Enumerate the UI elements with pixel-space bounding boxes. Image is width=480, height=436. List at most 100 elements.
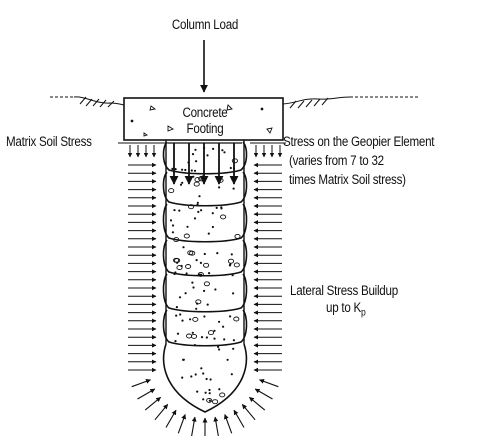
aggregate-dot — [202, 398, 205, 401]
aggregate-stone — [183, 233, 190, 239]
aggregate-dot — [208, 392, 211, 395]
aggregate-stone — [233, 316, 240, 322]
aggregate-dot — [207, 232, 210, 235]
aggregate-stone — [233, 262, 240, 268]
aggregate-stone — [190, 333, 198, 339]
radial-stress-arrow — [131, 379, 151, 388]
aggregate-dot — [193, 217, 197, 220]
aggregate-dot — [211, 225, 214, 229]
radial-stress-arrow — [241, 404, 256, 421]
aggregate-dot — [191, 281, 194, 284]
aggregate-dot — [193, 169, 197, 172]
aggregate-dot — [218, 186, 221, 189]
footing-aggregate — [130, 104, 273, 137]
matrix-soil-stress-arrows — [124, 142, 286, 158]
aggregate-dot — [200, 209, 203, 212]
aggregate-dot — [174, 271, 177, 274]
aggregate-dot — [202, 372, 205, 375]
aggregate-dot — [206, 303, 209, 306]
aggregate-dot — [195, 307, 198, 310]
aggregate-dot — [232, 339, 235, 342]
stress-geopier-label-line2: (varies from 7 to 32 — [289, 153, 384, 168]
aggregate-dot — [175, 314, 178, 317]
aggregate-stone — [194, 177, 201, 183]
geopier-lift — [162, 171, 248, 207]
aggregate-dot — [204, 391, 207, 394]
aggregate-dot — [228, 264, 231, 267]
geopier-element — [162, 140, 248, 413]
aggregate-dot — [191, 331, 194, 334]
aggregate-dot — [190, 375, 193, 378]
aggregate-stone — [173, 237, 180, 243]
radial-stress-arrow — [177, 414, 186, 434]
aggregate-dot — [205, 336, 208, 339]
radial-stress-arrow — [259, 379, 279, 388]
aggregate-dot — [200, 367, 203, 370]
aggregate-dot — [218, 348, 221, 351]
aggregate-dot — [200, 273, 203, 276]
aggregate-dot — [208, 272, 211, 275]
aggregate-dot — [231, 274, 234, 277]
lateral-stress-label-line2: up to Kp — [326, 300, 366, 319]
geopier-bulb — [162, 343, 248, 413]
geopier-stress-arrows — [168, 142, 242, 185]
aggregate-dot — [190, 169, 193, 172]
aggregate-dot — [209, 378, 212, 381]
aggregate-dot — [208, 388, 211, 392]
aggregate-stone — [198, 176, 205, 182]
aggregate-dot — [176, 332, 180, 335]
aggregate-dot — [179, 183, 183, 186]
aggregate-dot — [212, 147, 215, 150]
aggregate-dot — [171, 224, 175, 227]
lateral-stress-kp: up to K — [326, 300, 361, 315]
aggregate-dot — [181, 376, 184, 379]
aggregate-dot — [222, 325, 225, 328]
concrete-footing — [123, 97, 284, 141]
aggregate-dot — [218, 388, 221, 391]
column-load-label: Column Load — [171, 17, 239, 32]
aggregate-dot — [184, 168, 187, 172]
aggregate-dot — [196, 302, 199, 305]
aggregate-dot — [181, 319, 184, 322]
aggregate-stone — [203, 281, 210, 287]
aggregate-dot — [223, 151, 226, 154]
aggregate-dot — [194, 373, 197, 376]
aggregate-dot — [217, 345, 220, 348]
aggregate-dot — [178, 296, 182, 299]
aggregate-dot — [230, 373, 233, 376]
aggregate-dot — [214, 288, 217, 291]
aggregate-dot — [193, 344, 196, 347]
aggregate-stone — [168, 188, 175, 194]
radial-stress-arrow — [254, 388, 273, 400]
aggregate-dot — [169, 219, 173, 222]
aggregate-dot — [175, 306, 178, 309]
aggregate-stone — [203, 262, 210, 268]
geopier-lift — [162, 273, 248, 313]
aggregate-dot — [218, 320, 221, 323]
aggregate-stone — [185, 264, 192, 269]
stress-geopier-label-line3: times Matrix Soil stress) — [289, 172, 406, 187]
aggregate-dot — [230, 253, 233, 256]
aggregate-dot — [195, 259, 198, 262]
aggregate-stone — [193, 181, 200, 187]
aggregate-dot — [184, 292, 187, 295]
aggregate-dot — [199, 261, 202, 264]
aggregate-dot — [181, 181, 184, 184]
aggregate-stone — [192, 316, 199, 322]
aggregate-dot — [174, 168, 177, 171]
aggregate-dot — [171, 167, 174, 170]
aggregate-stone — [195, 299, 202, 305]
radial-stress-arrow — [249, 396, 266, 411]
aggregate-dot — [171, 231, 174, 234]
aggregate-dot — [182, 246, 185, 249]
aggregate-dot — [174, 340, 177, 343]
footing-label-line1: Concrete — [182, 105, 228, 120]
aggregate-dot — [200, 336, 204, 339]
aggregate-dot — [203, 289, 206, 292]
aggregate-stone — [219, 392, 226, 398]
aggregate-dot — [192, 175, 195, 178]
radial-stress-arrow — [191, 416, 197, 436]
aggregate-dot — [229, 315, 232, 318]
geopier-lift — [162, 309, 248, 347]
